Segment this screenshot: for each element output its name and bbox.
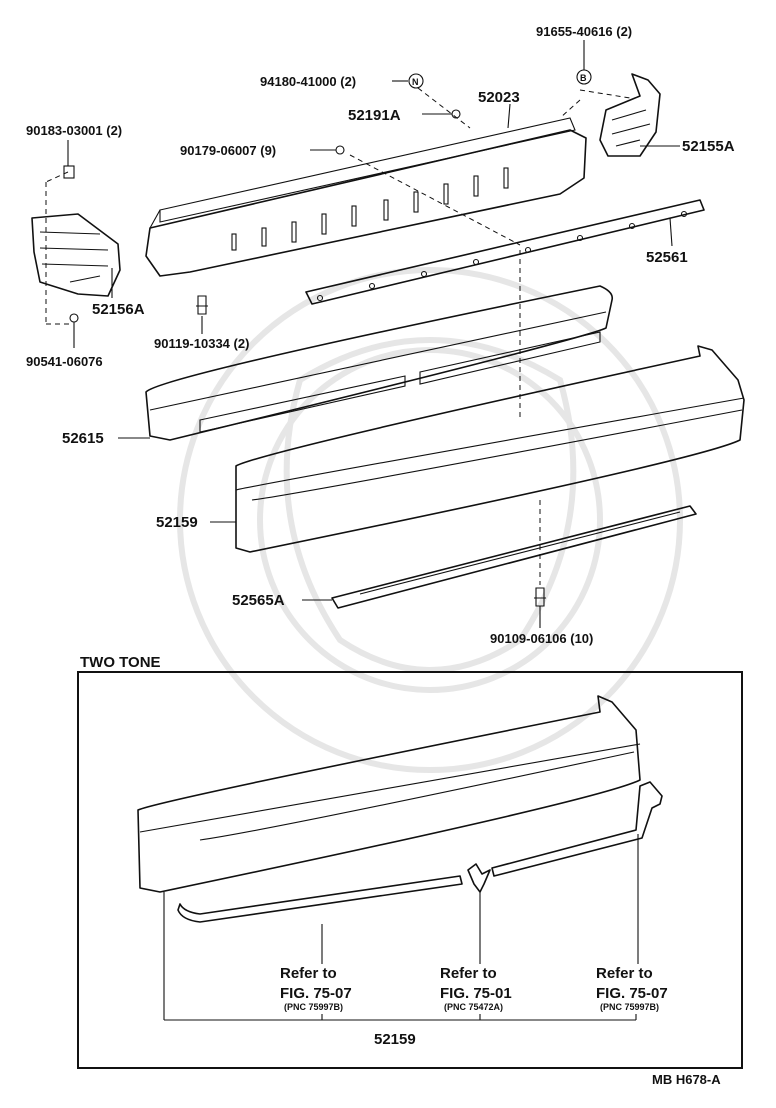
label-52023: 52023 [478, 89, 520, 106]
two-tone-callout-lines [163, 834, 639, 1021]
nut-n-icon [408, 73, 424, 89]
clip-90183-icon [63, 165, 75, 179]
pnc-mid: (PNC 75472A) [444, 1002, 503, 1012]
retainer-52561 [305, 199, 705, 305]
nut-n-symbol: N [412, 77, 419, 87]
footer-code: MB H678-A [652, 1072, 721, 1087]
bumper-52159 [235, 345, 745, 553]
screw-90179-icon [335, 145, 345, 155]
watermark-emblem [177, 267, 683, 773]
fig-left: FIG. 75-07 [280, 985, 352, 1002]
nut-90541-icon [69, 313, 79, 323]
label-52615: 52615 [62, 430, 104, 447]
label-52561: 52561 [646, 249, 688, 266]
label-90183-03001: 90183-03001 (2) [26, 123, 122, 138]
fig-mid: FIG. 75-01 [440, 985, 512, 1002]
fig-right: FIG. 75-07 [596, 985, 668, 1002]
two-tone-box [77, 671, 743, 1069]
label-52565a: 52565A [232, 592, 285, 609]
label-90541-06076: 90541-06076 [26, 354, 103, 369]
label-90119-10334: 90119-10334 (2) [154, 336, 249, 351]
label-52156a: 52156A [92, 301, 145, 318]
refer-to-right: Refer to [596, 965, 653, 982]
label-52155a: 52155A [682, 138, 735, 155]
refer-to-left: Refer to [280, 965, 337, 982]
bracket-52156a [31, 213, 121, 297]
pnc-left: (PNC 75997B) [284, 1002, 343, 1012]
fasteners: N B [63, 69, 592, 607]
pnc-right: (PNC 75997B) [600, 1002, 659, 1012]
label-94180-41000: 94180-41000 (2) [260, 74, 356, 89]
assembly-dashed-lines [45, 87, 631, 585]
leader-lines [67, 40, 680, 628]
label-52191a: 52191A [348, 107, 401, 124]
two-tone-bumper [137, 695, 663, 923]
two-tone-title: TWO TONE [80, 654, 161, 671]
refer-to-mid: Refer to [440, 965, 497, 982]
labels: 91655-40616 (2) 94180-41000 (2) 52023 52… [26, 24, 735, 1087]
bolt-90109-icon [534, 587, 546, 607]
bumper-cover-52615 [145, 285, 614, 441]
bracket-52155a [599, 73, 661, 157]
label-52159: 52159 [156, 514, 198, 531]
label-90179-06007: 90179-06007 (9) [180, 143, 276, 158]
label-52159-two-tone: 52159 [374, 1031, 416, 1048]
label-90109-06106: 90109-06106 (10) [490, 631, 593, 646]
bolt-90119-icon [196, 295, 208, 315]
bolt-b-symbol: B [580, 73, 587, 83]
reinforcement-52023 [145, 117, 587, 277]
retainer-52565a [331, 505, 697, 609]
label-91655-40616: 91655-40616 (2) [536, 24, 632, 39]
